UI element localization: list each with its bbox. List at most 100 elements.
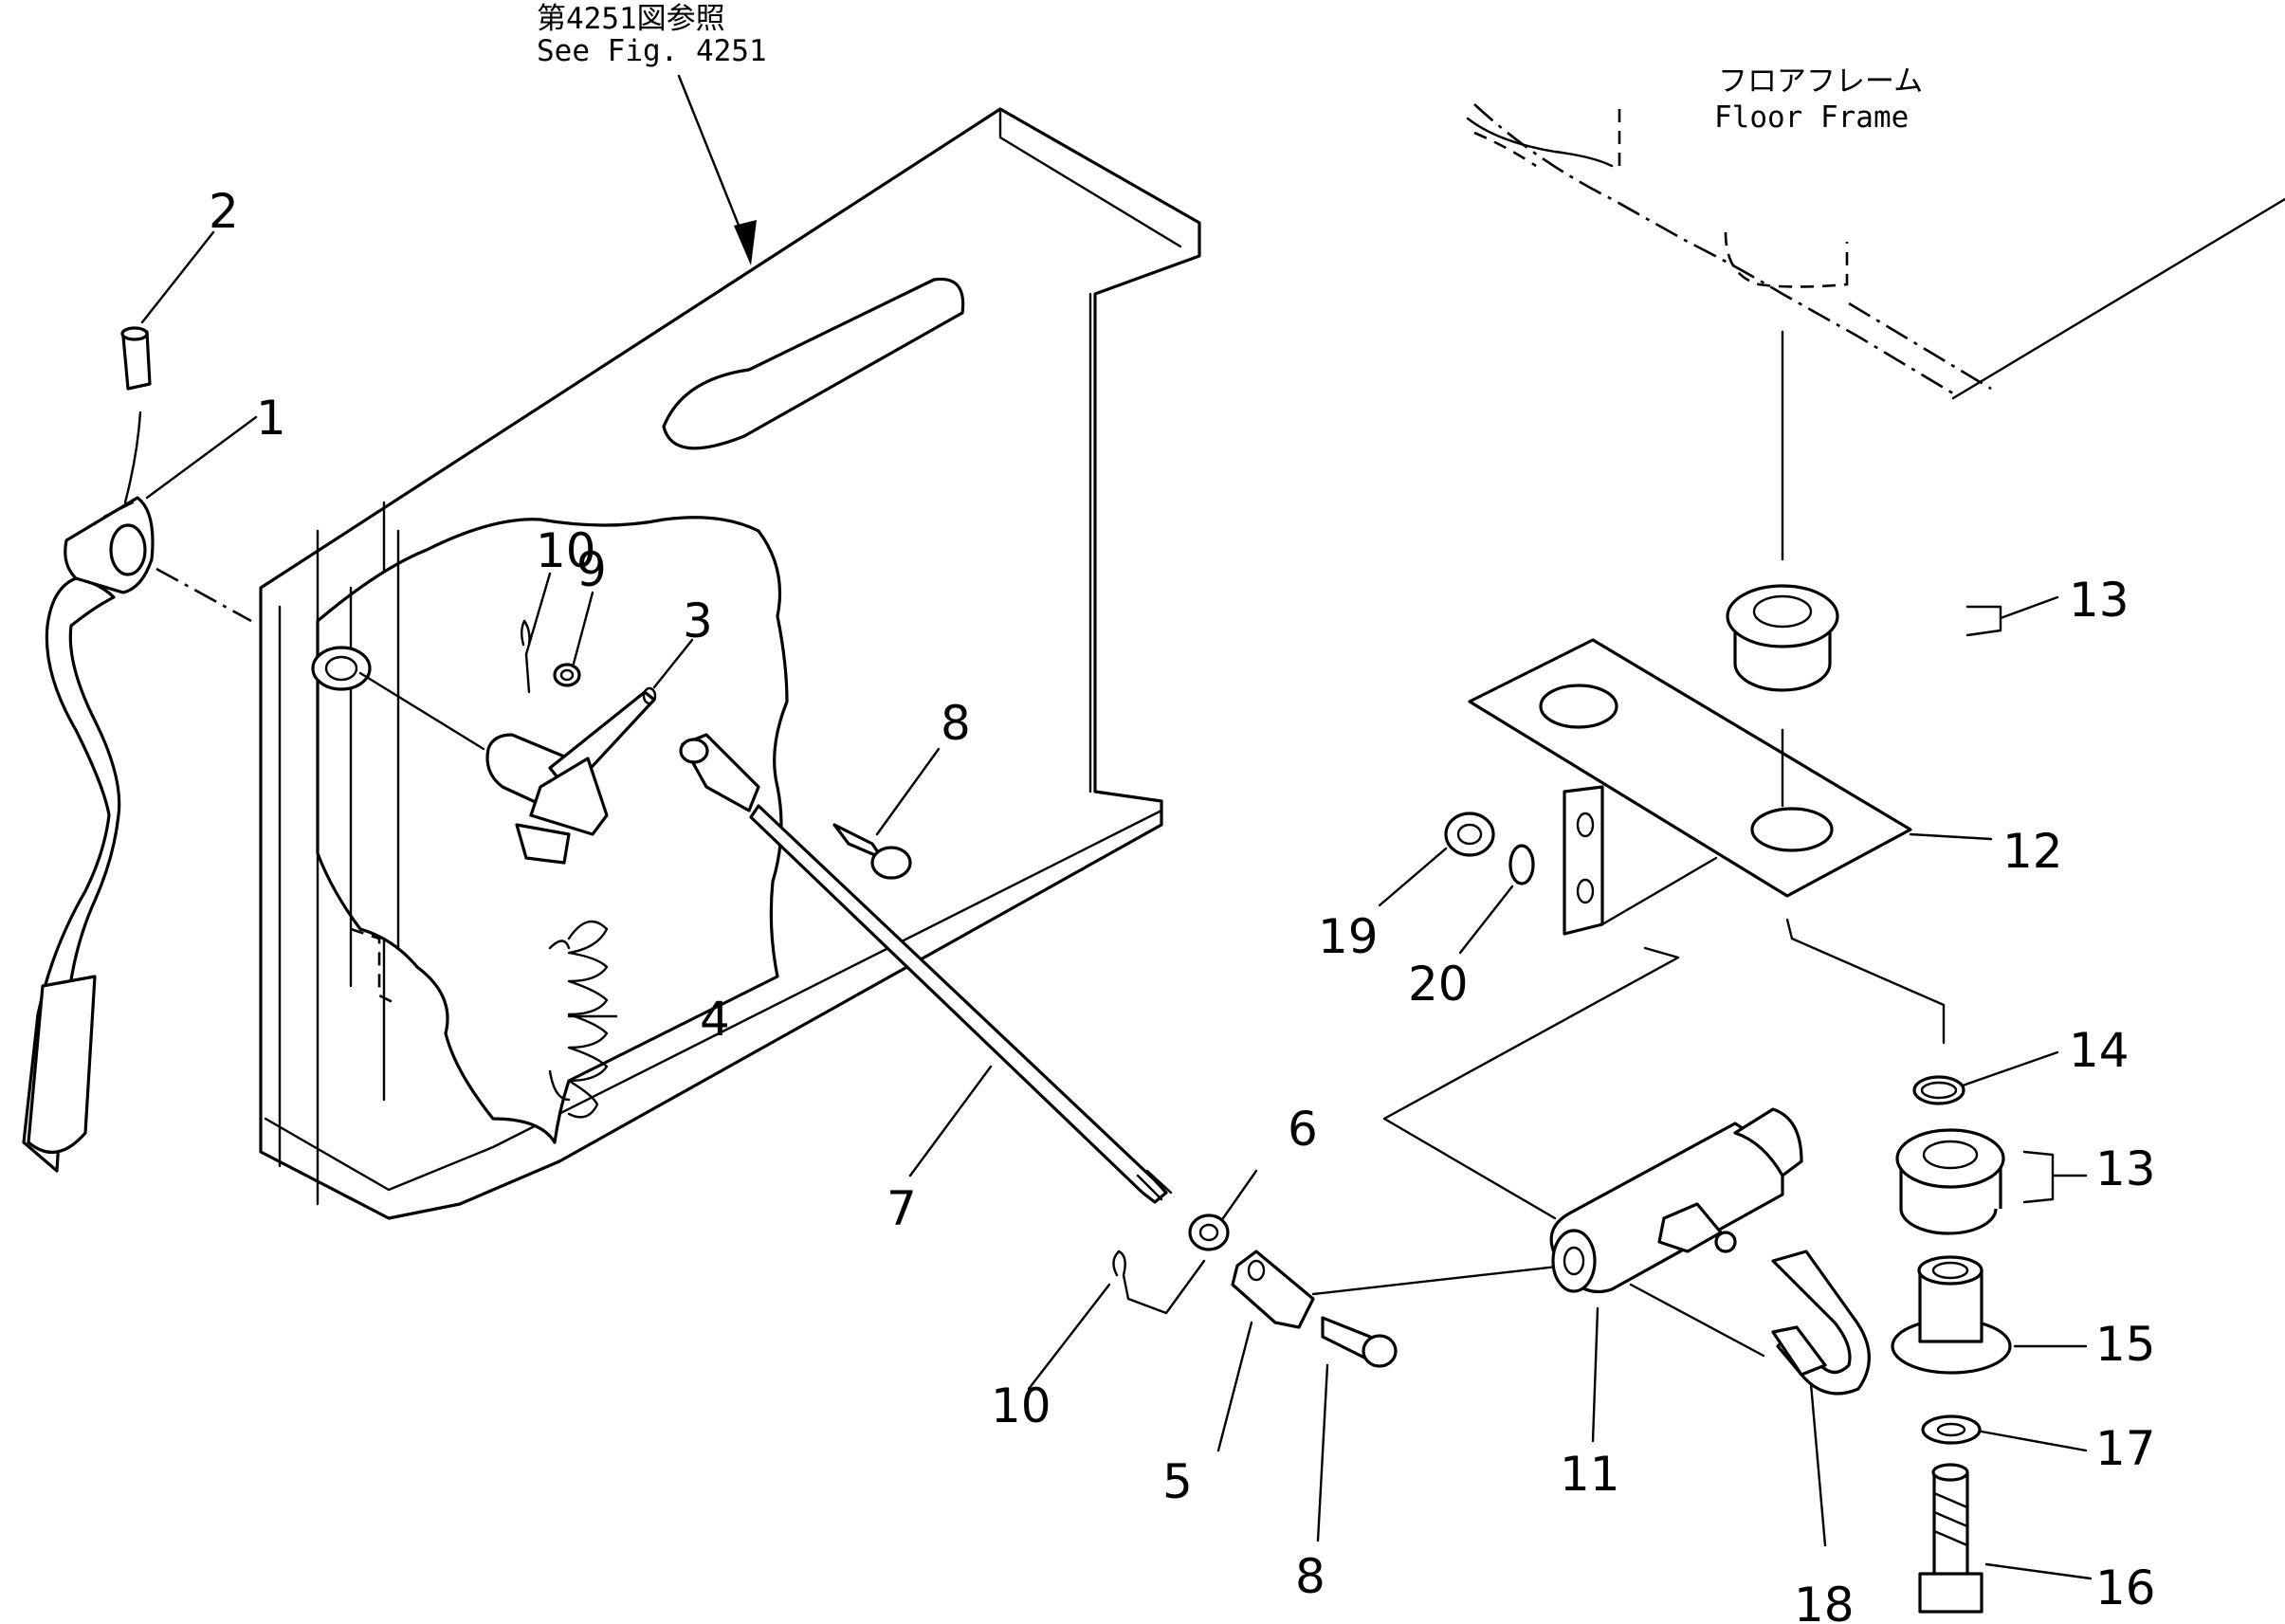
leader-16 bbox=[1984, 1562, 2093, 1580]
floor-frame-edge bbox=[1473, 131, 1537, 168]
mount-bottom-upper bbox=[1895, 1128, 2005, 1189]
leader-8a bbox=[875, 747, 941, 836]
leader-2 bbox=[140, 230, 215, 324]
callout-13-bottom: 13 bbox=[2095, 1141, 2156, 1196]
callout-1: 1 bbox=[256, 391, 286, 446]
console-box-slot bbox=[662, 277, 965, 450]
mount-axis-lower bbox=[1785, 918, 1946, 1045]
clevis-body bbox=[1231, 1250, 1315, 1329]
spring-coils bbox=[567, 920, 609, 1119]
cylinder-fitting bbox=[1657, 1202, 1723, 1253]
callout-numbers: 1 2 3 4 5 6 7 8 8 9 10 10 11 12 13 13 14… bbox=[209, 184, 2156, 1624]
mount-top-bore bbox=[1752, 594, 1813, 629]
part-10-cotter-pin-bottom bbox=[1112, 1250, 1206, 1315]
callout-9: 9 bbox=[576, 542, 607, 597]
console-box-top-flange bbox=[998, 107, 1182, 248]
callout-19: 19 bbox=[1318, 909, 1379, 964]
bolt-16-head bbox=[1918, 1572, 1983, 1614]
part-5-clevis bbox=[1231, 1250, 1315, 1329]
leader-7 bbox=[908, 1065, 993, 1177]
floor-frame: フロアフレーム Floor Frame bbox=[1466, 64, 2285, 400]
leader-3 bbox=[652, 638, 694, 689]
lever-pivot-inner bbox=[324, 655, 358, 682]
callout-7: 7 bbox=[887, 1181, 917, 1236]
callout-5: 5 bbox=[1162, 1454, 1193, 1509]
callout-16: 16 bbox=[2095, 1560, 2156, 1615]
part-13-mount-bottom bbox=[1895, 1128, 2005, 1235]
callout-11: 11 bbox=[1560, 1447, 1620, 1502]
part-8-bolt-top bbox=[832, 823, 912, 880]
bolt-bottom-head bbox=[1362, 1334, 1398, 1368]
callout-15: 15 bbox=[2095, 1317, 2156, 1372]
cylinder-cap bbox=[1733, 1107, 1803, 1177]
cylinder-hose-line bbox=[1629, 1283, 1765, 1358]
callout-2: 2 bbox=[209, 184, 239, 239]
part-1-lever bbox=[22, 496, 155, 1173]
console-box-bottom-edge bbox=[264, 809, 1163, 1192]
bolt-16-shank bbox=[1932, 1472, 1969, 1580]
callout-8-top: 8 bbox=[941, 696, 971, 751]
part-16-bolt bbox=[1918, 1463, 1983, 1614]
part-9-washer bbox=[553, 663, 581, 687]
console-box-outline bbox=[259, 107, 1201, 1220]
leader-9 bbox=[572, 591, 594, 666]
floor-frame-right-edge bbox=[1951, 197, 2285, 400]
floor-frame-centerline bbox=[1848, 301, 1992, 391]
lever-pivot-hole bbox=[311, 646, 372, 691]
hose-body bbox=[1771, 1250, 1871, 1396]
leader-10a bbox=[524, 572, 552, 656]
reference-arrow-head bbox=[734, 220, 757, 265]
leader-8b bbox=[1316, 1363, 1329, 1542]
part-18-hose bbox=[1771, 1250, 1871, 1396]
leader-13a bbox=[1965, 595, 2059, 637]
clevis-hole bbox=[1247, 1259, 1266, 1282]
figure-reference-en: See Fig. 4251 bbox=[537, 34, 767, 68]
part-9-washer-hole bbox=[559, 668, 575, 682]
part-14-o-ring-inner bbox=[1920, 1081, 1958, 1100]
callout-3: 3 bbox=[683, 593, 713, 648]
hose-end bbox=[1771, 1325, 1827, 1377]
part-3-shaft-arm bbox=[485, 686, 657, 865]
leader-10b bbox=[1027, 1283, 1111, 1391]
leader-1 bbox=[145, 415, 258, 500]
callout-14: 14 bbox=[2069, 1023, 2130, 1078]
part-8-bolt-bottom bbox=[1321, 1316, 1398, 1368]
bracket-to-cylinder-line bbox=[1382, 946, 1680, 1220]
leader-14 bbox=[1961, 1050, 2059, 1087]
shaft-tab bbox=[515, 823, 571, 865]
callout-13-top: 13 bbox=[2069, 573, 2130, 628]
callout-8-bottom: 8 bbox=[1295, 1549, 1325, 1604]
part-17-washer bbox=[1921, 1414, 1982, 1445]
part-15-collar bbox=[1891, 1255, 2012, 1375]
rod-thread bbox=[1136, 1169, 1173, 1201]
lever-hub-bore bbox=[109, 523, 147, 576]
shaft-bracket bbox=[529, 757, 609, 836]
part-12-bracket bbox=[1468, 638, 1912, 936]
nut-19-body bbox=[1444, 812, 1495, 857]
callout-6: 6 bbox=[1288, 1102, 1318, 1157]
callout-4: 4 bbox=[700, 992, 730, 1047]
spring-ends bbox=[548, 940, 571, 1102]
bracket-side-hole-1 bbox=[1576, 812, 1595, 838]
pin-leader bbox=[123, 411, 142, 504]
cylinder-fitting-nut bbox=[1714, 1231, 1737, 1253]
collar-bore bbox=[1931, 1261, 1969, 1280]
cutaway-dashed-detail bbox=[350, 927, 399, 1007]
floor-frame-outline bbox=[1473, 103, 1954, 395]
part-19-nut bbox=[1444, 812, 1495, 857]
mount-top-upper bbox=[1726, 584, 1839, 648]
nut-19-hole bbox=[1456, 823, 1483, 846]
part-6-nut bbox=[1188, 1213, 1230, 1251]
floor-frame-label-jp: フロアフレーム bbox=[1718, 64, 1923, 99]
cylinder-port bbox=[1563, 1246, 1585, 1276]
callout-10-bottom: 10 bbox=[991, 1378, 1051, 1433]
bracket-side-plate bbox=[1563, 785, 1604, 936]
leader-lines bbox=[140, 230, 2093, 1580]
console-box bbox=[259, 107, 1201, 1220]
part-17-washer-hole bbox=[1936, 1422, 1966, 1437]
shaft-axis-line bbox=[358, 671, 485, 751]
callout-18: 18 bbox=[1794, 1578, 1855, 1624]
part-14-o-ring bbox=[1912, 1075, 1965, 1105]
lever-axis-line bbox=[155, 567, 252, 623]
leader-19 bbox=[1378, 847, 1448, 907]
